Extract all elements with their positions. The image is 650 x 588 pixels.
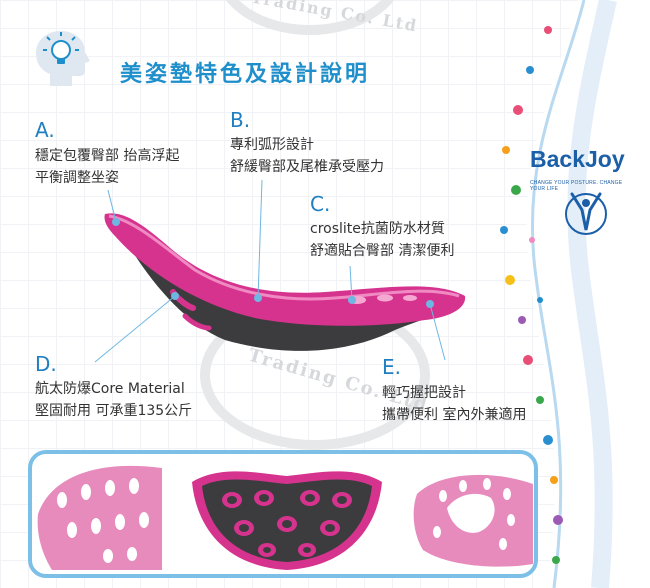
feature-c-line-2: 舒適貼合臀部 清潔便利: [310, 243, 455, 259]
backjoy-logo: BackJoy CHANGE YOUR POSTURE. CHANGE YOUR…: [530, 140, 635, 250]
brand-name: BackJoy: [530, 146, 625, 172]
feature-b-description: 專利弧形設計 舒緩臀部及尾椎承受壓力: [230, 134, 384, 178]
feature-c-description: croslite抗菌防水材質 舒適貼合臀部 清潔便利: [310, 218, 454, 262]
feature-a-letter: A.: [35, 118, 55, 142]
decorative-figures-band: [500, 0, 650, 588]
detail-handle-grip: [413, 474, 533, 567]
head-lightbulb-icon: [36, 31, 90, 86]
feature-e-letter: E.: [382, 355, 401, 379]
feature-c-line-1: croslite抗菌防水材質: [310, 221, 445, 237]
feature-a-line-1: 穩定包覆臀部 抬高浮起: [35, 148, 180, 164]
feature-e-line-1: 輕巧握把設計: [382, 385, 466, 401]
feature-d-line-2: 堅固耐用 可承重135公斤: [35, 403, 193, 419]
page-title: 美姿墊特色及設計說明: [120, 62, 371, 87]
person-arms-raised-icon: [565, 192, 607, 235]
feature-c-letter: C.: [310, 192, 331, 216]
feature-b-letter: B.: [230, 108, 251, 132]
brand-tagline: CHANGE YOUR POSTURE. CHANGE YOUR LIFE: [530, 180, 623, 192]
feature-b-line-2: 舒緩臀部及尾椎承受壓力: [230, 159, 384, 175]
feature-e-line-2: 攜帶便利 室內外兼適用: [382, 407, 527, 423]
feature-b-line-1: 專利弧形設計: [230, 137, 314, 153]
feature-a-line-2: 平衡調整坐姿: [35, 170, 119, 186]
product-detail-panel: [28, 450, 538, 578]
feature-a-description: 穩定包覆臀部 抬高浮起 平衡調整坐姿: [35, 145, 179, 189]
detail-perforated-surface: [37, 465, 162, 570]
detail-underside-core: [192, 471, 382, 570]
seat-cushion-product-image: [104, 213, 466, 351]
feature-d-letter: D.: [35, 352, 57, 376]
feature-d-line-1: 航太防爆Core Material: [35, 381, 185, 397]
feature-d-description: 航太防爆Core Material 堅固耐用 可承重135公斤: [35, 378, 192, 422]
feature-e-description: 輕巧握把設計 攜帶便利 室內外兼適用: [382, 382, 526, 426]
